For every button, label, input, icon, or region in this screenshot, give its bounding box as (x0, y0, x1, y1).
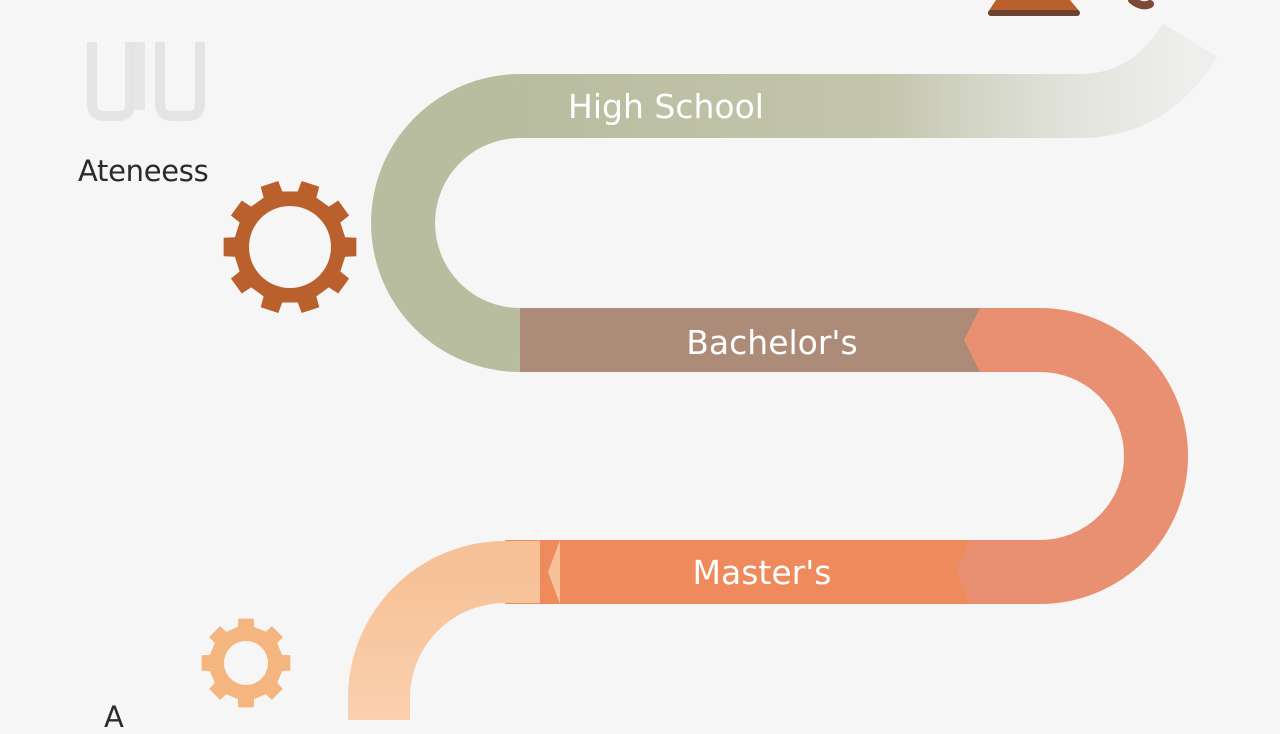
mortarboard-icon (988, 0, 1154, 16)
gear-hole (224, 641, 268, 685)
path-join (964, 308, 1040, 372)
path-join (540, 540, 560, 604)
path-join (956, 540, 1040, 604)
side-label-top: Ateneess (78, 154, 209, 188)
path-bend-left (371, 74, 521, 372)
letters-logo-icon (87, 42, 205, 121)
path-bend-bottom (348, 541, 560, 720)
gear-icon (223, 181, 357, 313)
side-label-bottom: A (104, 700, 124, 734)
stage-label-bachelors: Bachelor's (686, 323, 857, 362)
path-segment-high-school (520, 22, 1218, 138)
stage-label-masters: Master's (693, 553, 832, 592)
gear-hole (249, 206, 331, 288)
path-bend-right (1039, 308, 1188, 604)
path-join (550, 308, 580, 372)
gear-icon (201, 618, 291, 708)
stage-label-high-school: High School (568, 87, 764, 126)
education-path (348, 22, 1218, 720)
